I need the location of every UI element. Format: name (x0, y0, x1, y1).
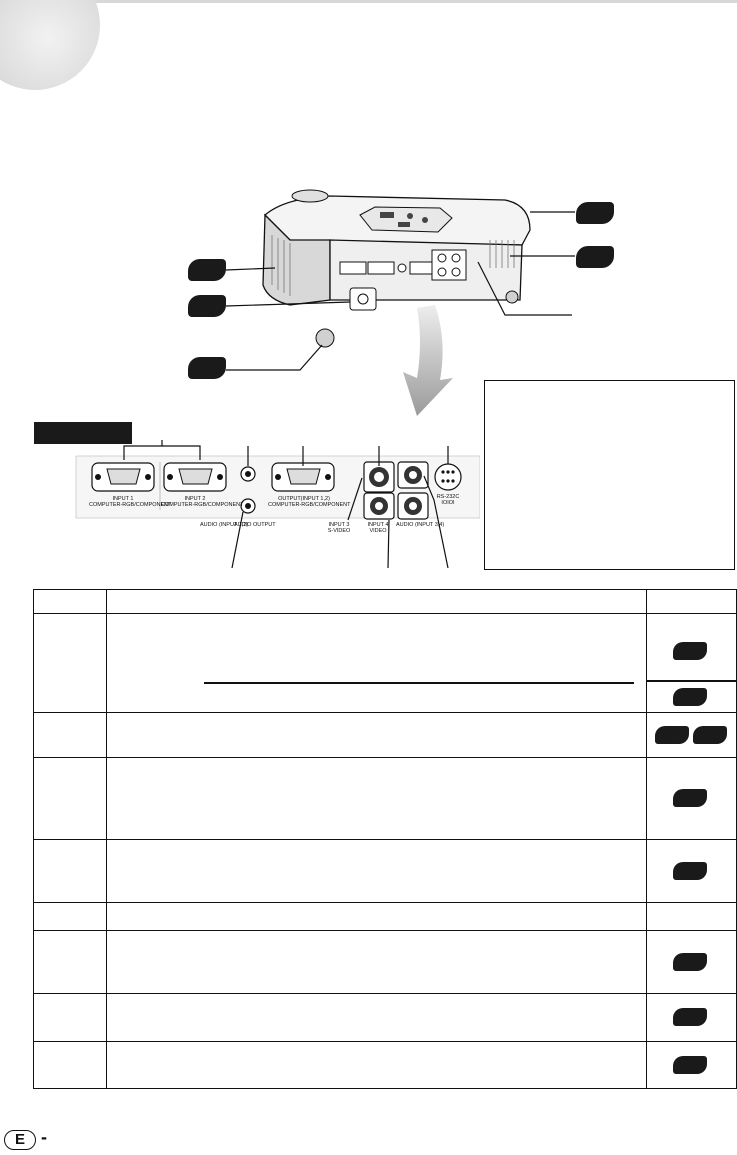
rear-panel-label (34, 422, 132, 444)
parts-reference-table (33, 589, 737, 1089)
table-row (33, 1041, 737, 1089)
top-rule (0, 0, 737, 3)
page-ref-tag (673, 1008, 707, 1026)
page-ref-tag (673, 789, 707, 807)
callout-tag (188, 259, 226, 281)
page-ref-tag (673, 642, 707, 660)
callout-tag (576, 202, 614, 224)
callout-tag (188, 295, 226, 317)
page-language-mark: E (4, 1130, 36, 1150)
note-box (484, 380, 735, 570)
section-circle-decoration (0, 0, 100, 90)
output-label: OUTPUT(INPUT 1,2)COMPUTER-RGB/COMPONENT (268, 496, 351, 508)
audio-in-12-label: AUDIO (INPUT 1,2) (200, 522, 249, 528)
table-row (33, 757, 737, 840)
projector-rear-illustration (225, 189, 575, 371)
table-row (33, 930, 737, 994)
table-row (33, 993, 737, 1042)
table-row (33, 613, 737, 713)
callout-tag (188, 357, 226, 379)
page-number-dash: - (41, 1127, 47, 1147)
curved-down-arrow-icon (403, 305, 453, 416)
audio-output-label: AUDIO OUTPUT (234, 522, 276, 528)
table-header-row (33, 589, 737, 614)
page-ref-tag (673, 862, 707, 880)
table-row (33, 902, 737, 931)
callout-tag (576, 246, 614, 268)
audio-in-34-label: AUDIO (INPUT 3,4) (396, 522, 445, 528)
page-ref-tag (693, 726, 727, 744)
page-ref-tag (673, 953, 707, 971)
rear-panel-diagram (75, 440, 480, 569)
page-ref-tag (673, 688, 707, 706)
table-row (33, 839, 737, 903)
table-row (33, 712, 737, 758)
page-ref-tag (673, 1056, 707, 1074)
page-ref-tag (655, 726, 689, 744)
